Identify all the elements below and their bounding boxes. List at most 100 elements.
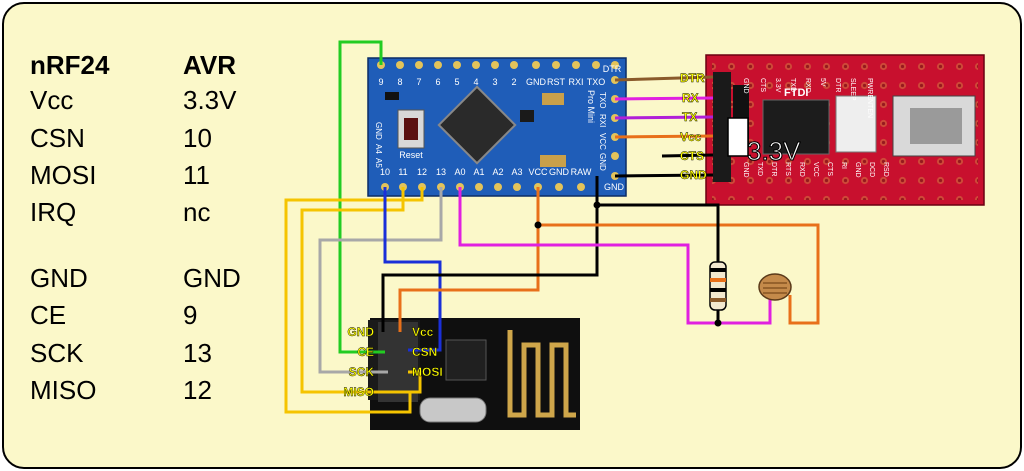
pin-label-7: 7 <box>416 77 421 87</box>
pin-label-9: 9 <box>378 77 383 87</box>
pin-label-vcc: VCC <box>528 167 548 177</box>
ftdi-label-dtr: DTR <box>680 71 705 85</box>
nrf-label-mosi: MOSI <box>412 365 443 379</box>
wire-orange-ftdi-vcc <box>614 134 714 139</box>
crystal <box>419 397 487 423</box>
pin-label-gnd-bottom: GND <box>549 167 570 177</box>
pin-name: Vcc <box>30 85 74 115</box>
pin-label-a1: A1 <box>473 167 484 177</box>
pin-name: IRQ <box>30 197 77 227</box>
side-label-gnd: GND <box>374 122 383 140</box>
ftdi-logo: FTDI <box>784 87 808 99</box>
pin-label-txo: TXO <box>587 77 606 87</box>
pin-label-3: 3 <box>492 77 497 87</box>
wire-magenta-rx <box>614 96 714 101</box>
ftdi-board: 3.3V GND CTS 3.3V TXD RXD 5V DTR PWRENTE… <box>705 54 985 206</box>
ftdi-bottom-label: GND <box>742 162 749 178</box>
pin-value: GND <box>183 263 241 293</box>
pin-name: MOSI <box>30 160 97 190</box>
ftdi-label-rx: RX <box>682 91 699 105</box>
pin-label-8: 8 <box>397 77 402 87</box>
pin-label-13: 13 <box>436 167 446 177</box>
ftdi-label-cts: CTS <box>680 149 704 163</box>
wire-yellow-mosi <box>300 187 422 394</box>
wire-orange-photo <box>538 223 820 325</box>
ftdi-bottom-label: CTS <box>826 162 833 176</box>
ftdi-top-label: TXD <box>789 78 796 92</box>
edge-label-gnd: GND <box>598 153 607 171</box>
wire-green-ce <box>338 40 385 354</box>
pin-value: 9 <box>183 300 198 330</box>
wire-black-resistor <box>597 203 720 262</box>
ftdi-top-label: GND <box>742 78 749 94</box>
ftdi-bottom-label: TXD <box>756 162 763 176</box>
pin-name: MISO <box>30 375 97 405</box>
pin-name: SCK <box>30 338 84 368</box>
ftdi-top-label: 5V <box>819 78 826 87</box>
pin-value: 13 <box>183 338 212 368</box>
wire-yellow-miso <box>284 187 424 414</box>
ftdi-top-label: 3.3V <box>774 78 781 93</box>
nrf24-module <box>368 318 580 430</box>
voltage-jumper <box>727 117 749 157</box>
pin-label-10: 10 <box>380 167 390 177</box>
pin-label-dtr: DTR <box>603 64 622 74</box>
wire-brown-dtr <box>614 75 714 82</box>
header-avr: AVR <box>183 50 236 80</box>
wire-black-ftdi-gnd <box>614 173 714 178</box>
ftdi-bottom-label: DCD <box>868 162 875 177</box>
pin-label-5: 5 <box>454 77 459 87</box>
pro-mini-board: 9 8 7 6 5 4 3 2 GND RST RXI TXO DTR TXO … <box>367 57 627 197</box>
wire-magenta-a0 <box>458 187 772 325</box>
side-label-a5: A5 <box>374 158 383 168</box>
pin-value: 12 <box>183 375 212 405</box>
ftdi-bottom-label: GND <box>854 162 861 178</box>
pin-label-6: 6 <box>435 77 440 87</box>
ftdi-bottom-label: RXD <box>798 162 805 177</box>
photoresistor <box>758 273 792 301</box>
pin-label-2: 2 <box>511 77 516 87</box>
ftdi-bottom-label: RSD <box>882 162 889 177</box>
pin-label-rxi: RXI <box>568 77 583 87</box>
wire-gray-sck <box>318 187 443 374</box>
pin-name: CSN <box>30 123 85 153</box>
pin-name: GND <box>30 263 88 293</box>
pin-value: 3.3V <box>183 85 237 115</box>
wire-blue-csn <box>383 187 442 352</box>
ftdi-top-label: DTR <box>834 78 841 92</box>
ftdi-label-vcc: Vcc <box>680 130 702 144</box>
pin-name: CE <box>30 300 67 330</box>
pin-label-raw: RAW <box>571 167 592 177</box>
voltage-label: 3.3V <box>747 136 801 166</box>
gnd-corner-label: GND <box>604 182 625 192</box>
nrf-label-sck: SCK <box>349 365 375 379</box>
pin-label-gnd-top: GND <box>526 77 547 87</box>
reset-label: Reset <box>399 150 423 160</box>
ftdi-bottom-label: RI <box>840 162 847 169</box>
board-name-text: Pro Mini <box>586 90 596 123</box>
ftdi-label-gnd: GND <box>680 168 707 182</box>
ftdi-top-label: RXD <box>804 78 811 93</box>
ftdi-top-label: PWRENTEN <box>866 78 873 118</box>
nrf24-pin-header <box>378 322 418 402</box>
ftdi-top-label: SLEEP <box>849 78 856 101</box>
nrf-label-ce: CE <box>357 345 374 359</box>
nrf-label-gnd: GND <box>347 325 374 339</box>
side-label-a4: A4 <box>374 144 383 154</box>
ftdi-top-label: CTS <box>759 78 766 92</box>
bottom-pin-row <box>381 183 585 191</box>
edge-label-txo: TXO <box>598 92 607 108</box>
ftdi-label-tx: TX <box>682 110 697 124</box>
edge-label-rxi: RXI <box>598 114 607 127</box>
top-pin-row <box>377 61 619 69</box>
wire-purple-tx <box>614 115 714 120</box>
resistor <box>709 261 727 311</box>
pin-label-4: 4 <box>473 77 478 87</box>
header-nrf24: nRF24 <box>30 50 110 80</box>
pin-label-a3: A3 <box>511 167 522 177</box>
nrf-label-miso: MISO <box>343 385 374 399</box>
pin-label-a2: A2 <box>492 167 503 177</box>
pin-value: nc <box>183 197 211 227</box>
nrf-label-vcc: Vcc <box>412 325 434 339</box>
